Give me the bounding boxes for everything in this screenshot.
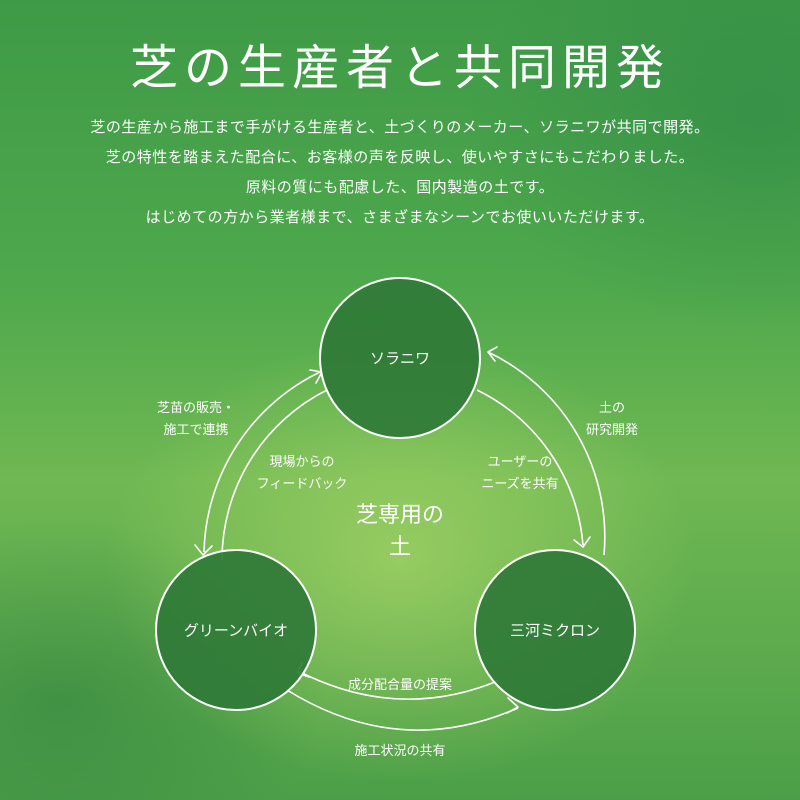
outer-arc-bottom [286,689,519,731]
inner-arc-bottom [299,671,501,700]
label-line: ニーズを共有 [481,477,559,492]
node-left-circle [155,549,317,711]
node-top-circle [319,277,481,439]
node-right-circle [474,549,636,711]
intro-line: 芝の生産から施工まで手がける生産者と、土づくりのメーカー、ソラニワが共同で開発。 [90,118,710,136]
arrow-head [506,697,519,714]
arrow-head [573,536,591,548]
inner-label-bottom: 成分配合量の提案 [347,678,453,693]
arrow-head [487,346,498,362]
node-left-label: グリーンバイオ [183,621,289,640]
outer-label-bottom: 施工状況の共有 [354,744,446,759]
intro-line: 芝の特性を踏まえた配合に、お客様の声を反映し、使いやすさにもこだわりました。 [105,148,695,166]
center-label-line: 土 [388,535,412,560]
arrow-head [194,544,213,556]
label-line: フィードバック [256,477,348,492]
label-line: 現場からの [269,455,335,470]
inner-arc-left [221,389,328,561]
outer-label-top-left: 芝苗の販売・ 施工で連携 [157,398,235,442]
page-title: 芝の生産者と共同開発 [129,40,670,96]
center-label-line: 芝専用の [355,503,445,528]
node-right-label: 三河ミクロン [509,621,601,640]
intro-line: 原料の質にも配慮した、国内製造の土です。 [245,178,555,196]
label-line: 芝苗の販売・ [156,401,236,416]
label-line: ユーザーの [487,455,553,470]
center-label: 芝専用の 土 [356,500,444,564]
intro-text: 芝の生産から施工まで手がける生産者と、土づくりのメーカー、ソラニワが共同で開発。… [0,112,800,232]
label-line: 研究開発 [585,423,639,438]
outer-arc-right [487,351,606,556]
intro-line: はじめての方から業者様まで、さまざまなシーンでお使いいただけます。 [145,208,655,226]
inner-label-left: 現場からの フィードバック [257,452,348,496]
label-line: 土の [598,401,626,416]
label-line: 施工で連携 [163,423,229,438]
outer-arc-left [203,371,321,553]
inner-label-right: ユーザーの ニーズを共有 [481,452,558,496]
inner-arc-right [476,389,584,546]
node-top-label: ソラニワ [369,349,431,368]
outer-label-top-right: 土の 研究開発 [586,398,638,442]
